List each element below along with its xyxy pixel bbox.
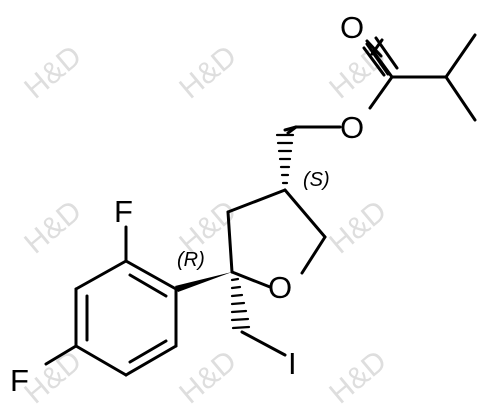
watermark-layer: H&D H&D H&D H&D H&D H&D H&D H&D H&D	[18, 39, 393, 410]
hash-line	[230, 277, 240, 282]
watermark: H&D	[18, 194, 88, 260]
bond-carbonyl-double-line	[362, 46, 386, 77]
isobutyrate-group	[286, 33, 477, 135]
stereo-label-r: (R)	[177, 249, 205, 271]
bond-inner-1	[128, 273, 168, 298]
hash-line	[230, 285, 242, 290]
bond-ar4-ar5	[74, 344, 128, 377]
bond-ar4-f	[44, 344, 78, 366]
hash-line	[230, 293, 244, 298]
bond-co-1	[365, 42, 390, 76]
bond-isopropyl-methyl-up	[444, 33, 477, 79]
atom-iodine: I	[288, 346, 297, 381]
carbonyl-double-bond	[365, 36, 399, 76]
bond-carbonyl-double-b	[365, 39, 383, 58]
atom-fluorine-para: F	[10, 363, 29, 398]
bond-ar5-ar6	[124, 344, 178, 377]
bond-o-c2	[230, 270, 272, 289]
bond-co-2	[374, 36, 399, 70]
bond-c3-c2	[226, 210, 234, 274]
hashed-wedge-r	[230, 277, 251, 330]
atom-carbonyl-oxygen: O	[340, 10, 364, 45]
atom-ring-oxygen: O	[268, 270, 292, 305]
bond-ch2-iodine	[240, 330, 287, 357]
stereo-label-s: (S)	[303, 169, 330, 191]
hash-line	[230, 301, 246, 306]
hashed-wedge-s	[275, 125, 298, 185]
hash-line	[231, 325, 251, 330]
atom-ester-oxygen: O	[340, 110, 364, 145]
watermark: H&D	[18, 39, 88, 105]
watermark: H&D	[173, 344, 243, 410]
atom-labels: O O O F F I	[10, 10, 364, 398]
atom-fluorine-ortho: F	[114, 194, 133, 229]
bond-ar1-ar2	[124, 259, 178, 291]
thf-ring	[226, 188, 327, 289]
watermark: H&D	[323, 194, 393, 260]
watermark: H&D	[323, 344, 393, 410]
difluorophenyl-ring	[44, 225, 178, 377]
bond-c4-c5	[283, 188, 327, 239]
bond-c5-o	[300, 235, 327, 275]
bond-isopropyl-methyl-down	[444, 75, 477, 122]
bond-carbonyl-ester-o	[368, 75, 394, 110]
hash-line	[230, 317, 250, 322]
bond-ar2-ar3	[74, 259, 128, 291]
bond-hash-to-ch2	[283, 125, 298, 132]
stereo-labels: (S) (R)	[177, 169, 330, 271]
watermark: H&D	[173, 39, 243, 105]
bond-inner-3	[128, 339, 168, 364]
hash-line	[230, 309, 248, 314]
bond-c4-c3	[226, 188, 287, 214]
wedge-bond-aryl	[175, 272, 232, 292]
